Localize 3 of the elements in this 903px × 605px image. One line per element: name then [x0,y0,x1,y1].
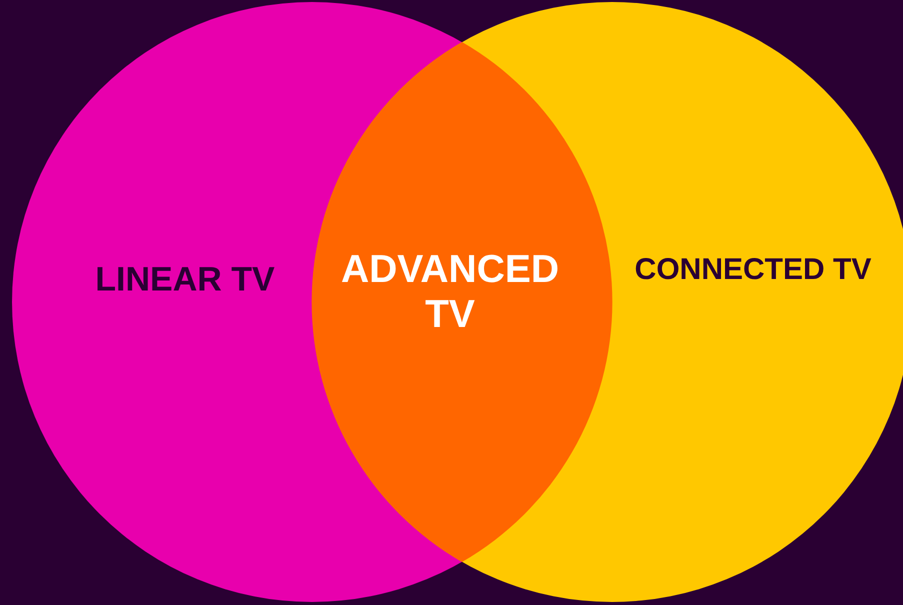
set-label: ADVANCED TV [340,248,560,338]
set-label: CONNECTED TV [634,252,872,288]
set-label: LINEAR TV [94,260,276,300]
